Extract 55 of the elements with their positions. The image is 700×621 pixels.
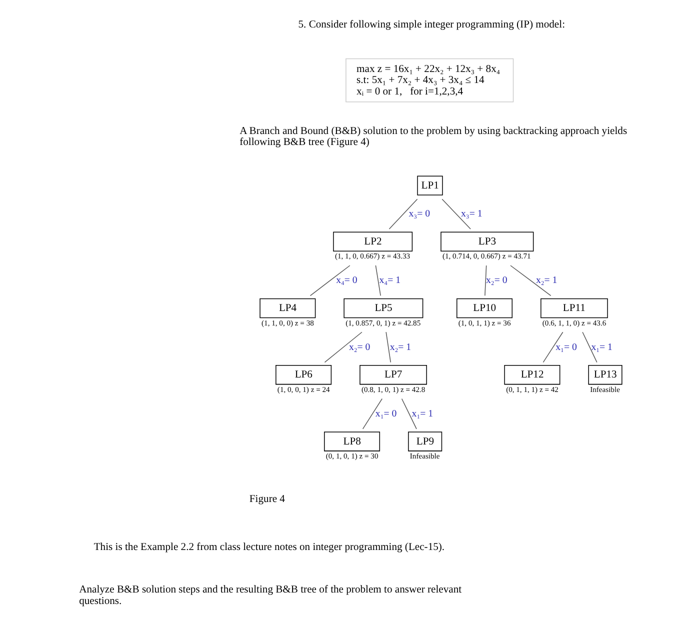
node-label: (0, 1, 1, 1) z = 42	[506, 384, 558, 394]
node-label: (0, 1, 0, 1) z = 30	[325, 452, 378, 461]
node-box: LP3	[440, 232, 534, 252]
node-box: LP13	[588, 365, 622, 385]
connector	[510, 265, 551, 296]
node-label: (0.8, 1, 0, 1) z = 42.8	[360, 384, 425, 394]
connector	[309, 265, 350, 296]
edge-label: x₄= 1	[378, 275, 400, 286]
edge-label: x₁= 1	[590, 342, 612, 353]
node-box: max z = 16x₁ + 22x₂ + 12x₃ + 8x₄ s.t: 5x₁ + 7x₂ + 4x₃ + 3x₄ ≤ 14 xᵢ = 0 or 1, for i=1,2,3,4	[345, 58, 514, 102]
node-box: LP6	[275, 365, 332, 385]
connector	[388, 198, 418, 230]
label: 5. Consider following simple integer programming (IP) model:	[298, 20, 565, 30]
edge-label: x₁= 0	[555, 342, 576, 353]
connector	[374, 265, 380, 296]
edge-label: x₂= 0	[348, 342, 370, 353]
node-box: LP4	[259, 298, 316, 318]
node-label: (1, 0.857, 0, 1) z = 42.85	[345, 318, 420, 328]
connector	[542, 332, 563, 363]
connector	[324, 332, 362, 363]
edge-label: x₂= 0	[485, 275, 507, 286]
node-box: LP1	[416, 176, 442, 196]
label: Analyze B&B solution steps and the resulting B&B tree of the problem to answer relevant questions.	[78, 584, 462, 608]
connector	[362, 398, 382, 430]
label: A Branch and Bound (B&B) solution to the problem by using backtracking approach yields following B&B tree (Figure 4)	[239, 126, 627, 148]
node-label: (0.6, 1, 1, 0) z = 43.6	[542, 318, 606, 328]
edge-label: x₃= 0	[408, 208, 430, 220]
node-box: LP5	[343, 298, 423, 318]
edge-label: x₂= 1	[535, 275, 557, 286]
edge-label: x₃= 1	[460, 208, 482, 220]
node-label: Infeasible	[409, 452, 440, 461]
connector	[400, 398, 416, 430]
label: This is the Example 2.2 from class lecture notes on integer programming (Lec-15).	[93, 542, 444, 553]
node-box: LP7	[359, 365, 426, 385]
edge-label: x₂= 1	[389, 342, 411, 353]
node-box: LP10	[456, 298, 512, 318]
connector	[441, 198, 470, 230]
node-box: LP9	[408, 432, 442, 452]
connector	[484, 265, 486, 296]
node-label: Infeasible	[590, 384, 620, 394]
node-box: LP2	[332, 232, 412, 252]
node-box: LP12	[504, 365, 560, 385]
node-box: LP8	[324, 432, 380, 452]
node-label: (1, 0, 0, 1) z = 24	[276, 384, 330, 394]
node-box: LP11	[540, 298, 608, 318]
edge-label: x₁= 0	[374, 408, 396, 420]
edge-label: x₁= 1	[411, 408, 433, 420]
node-label: (1, 0, 1, 1) z = 36	[458, 318, 510, 328]
connector	[582, 332, 597, 363]
node-label: (1, 1, 0, 0.667) z = 43.33	[334, 252, 410, 261]
node-label: (1, 0.714, 0, 0.667) z = 43.71	[442, 252, 530, 261]
label: Figure 4	[248, 494, 284, 506]
connector	[385, 332, 391, 363]
node-label: (1, 1, 0, 0) z = 38	[261, 318, 314, 328]
edge-label: x₄= 0	[336, 275, 357, 286]
